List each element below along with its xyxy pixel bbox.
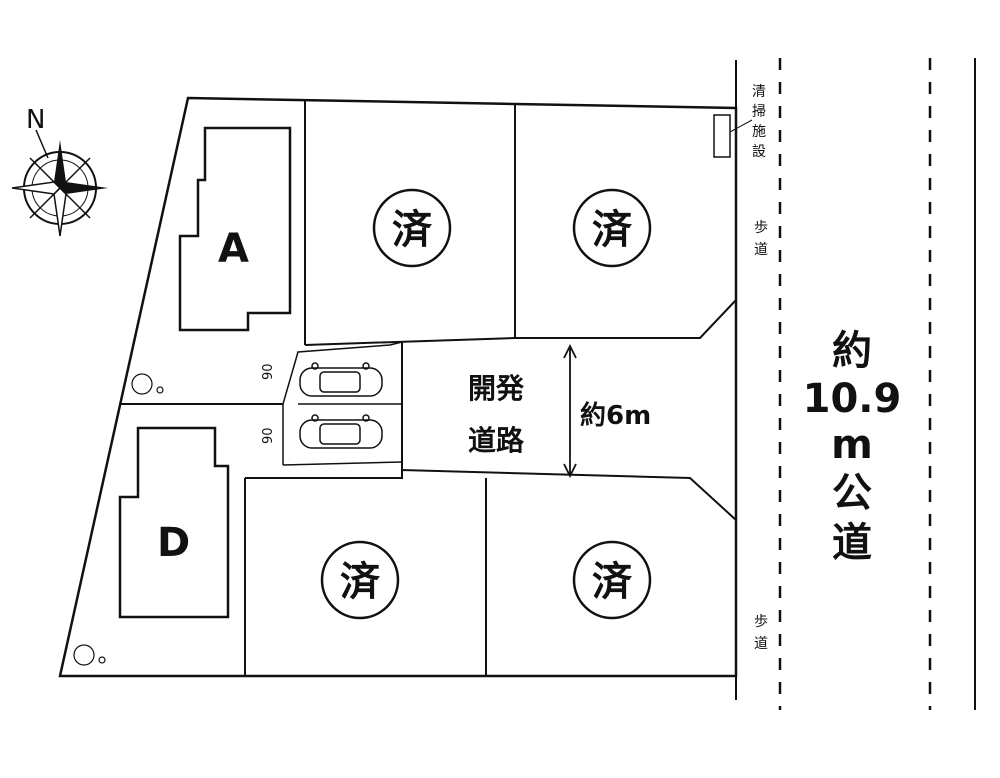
sold-marker-4: 済 <box>572 540 652 620</box>
sidewalk-label: 歩 道 <box>754 614 768 652</box>
sold-marker-3: 済 <box>320 540 400 620</box>
parking-dimension: 90 <box>261 363 276 380</box>
parking-dimension: 90 <box>261 427 276 444</box>
svg-text:公: 公 <box>832 470 872 516</box>
development-road-label-1: 開発 <box>468 372 525 405</box>
svg-text:設: 設 <box>752 144 766 160</box>
lot-d-label: D <box>157 520 190 566</box>
svg-text:道: 道 <box>754 636 768 652</box>
cleaning-facility <box>713 114 731 158</box>
sold-marker-label: 済 <box>592 207 633 253</box>
car-icon <box>299 414 383 449</box>
north-label: N <box>26 105 45 135</box>
svg-text:m: m <box>831 422 873 468</box>
svg-text:施: 施 <box>752 124 766 140</box>
svg-text:清: 清 <box>752 84 766 100</box>
sold-marker-1: 済 <box>372 188 452 268</box>
sidewalk-label: 歩 道 <box>754 220 768 258</box>
svg-text:道: 道 <box>832 520 872 566</box>
road-width-label: 約6m <box>580 400 651 431</box>
public-road-label: 約 10.9 m 公 道 <box>803 328 902 566</box>
building-a-outline <box>178 126 292 332</box>
car-icon <box>299 362 383 397</box>
compass-icon <box>11 129 108 237</box>
svg-text:約: 約 <box>832 328 872 374</box>
sold-marker-label: 済 <box>592 559 633 605</box>
tree-icon <box>73 373 164 666</box>
road-width-arrow <box>563 343 577 479</box>
development-road-label-2: 道路 <box>468 424 525 457</box>
sold-marker-label: 済 <box>340 559 381 605</box>
svg-text:歩: 歩 <box>754 220 768 236</box>
svg-text:10.9: 10.9 <box>803 376 902 422</box>
svg-text:掃: 掃 <box>752 103 766 120</box>
building-d-outline <box>118 426 230 619</box>
sold-marker-label: 済 <box>392 207 433 253</box>
svg-text:歩: 歩 <box>754 614 768 630</box>
facility-label: 清 掃 施 設 <box>752 84 766 160</box>
parking-area <box>282 341 403 466</box>
sold-marker-2: 済 <box>572 188 652 268</box>
lot-a-label: A <box>218 226 249 272</box>
svg-text:道: 道 <box>754 242 768 258</box>
lot-lines <box>120 100 737 676</box>
